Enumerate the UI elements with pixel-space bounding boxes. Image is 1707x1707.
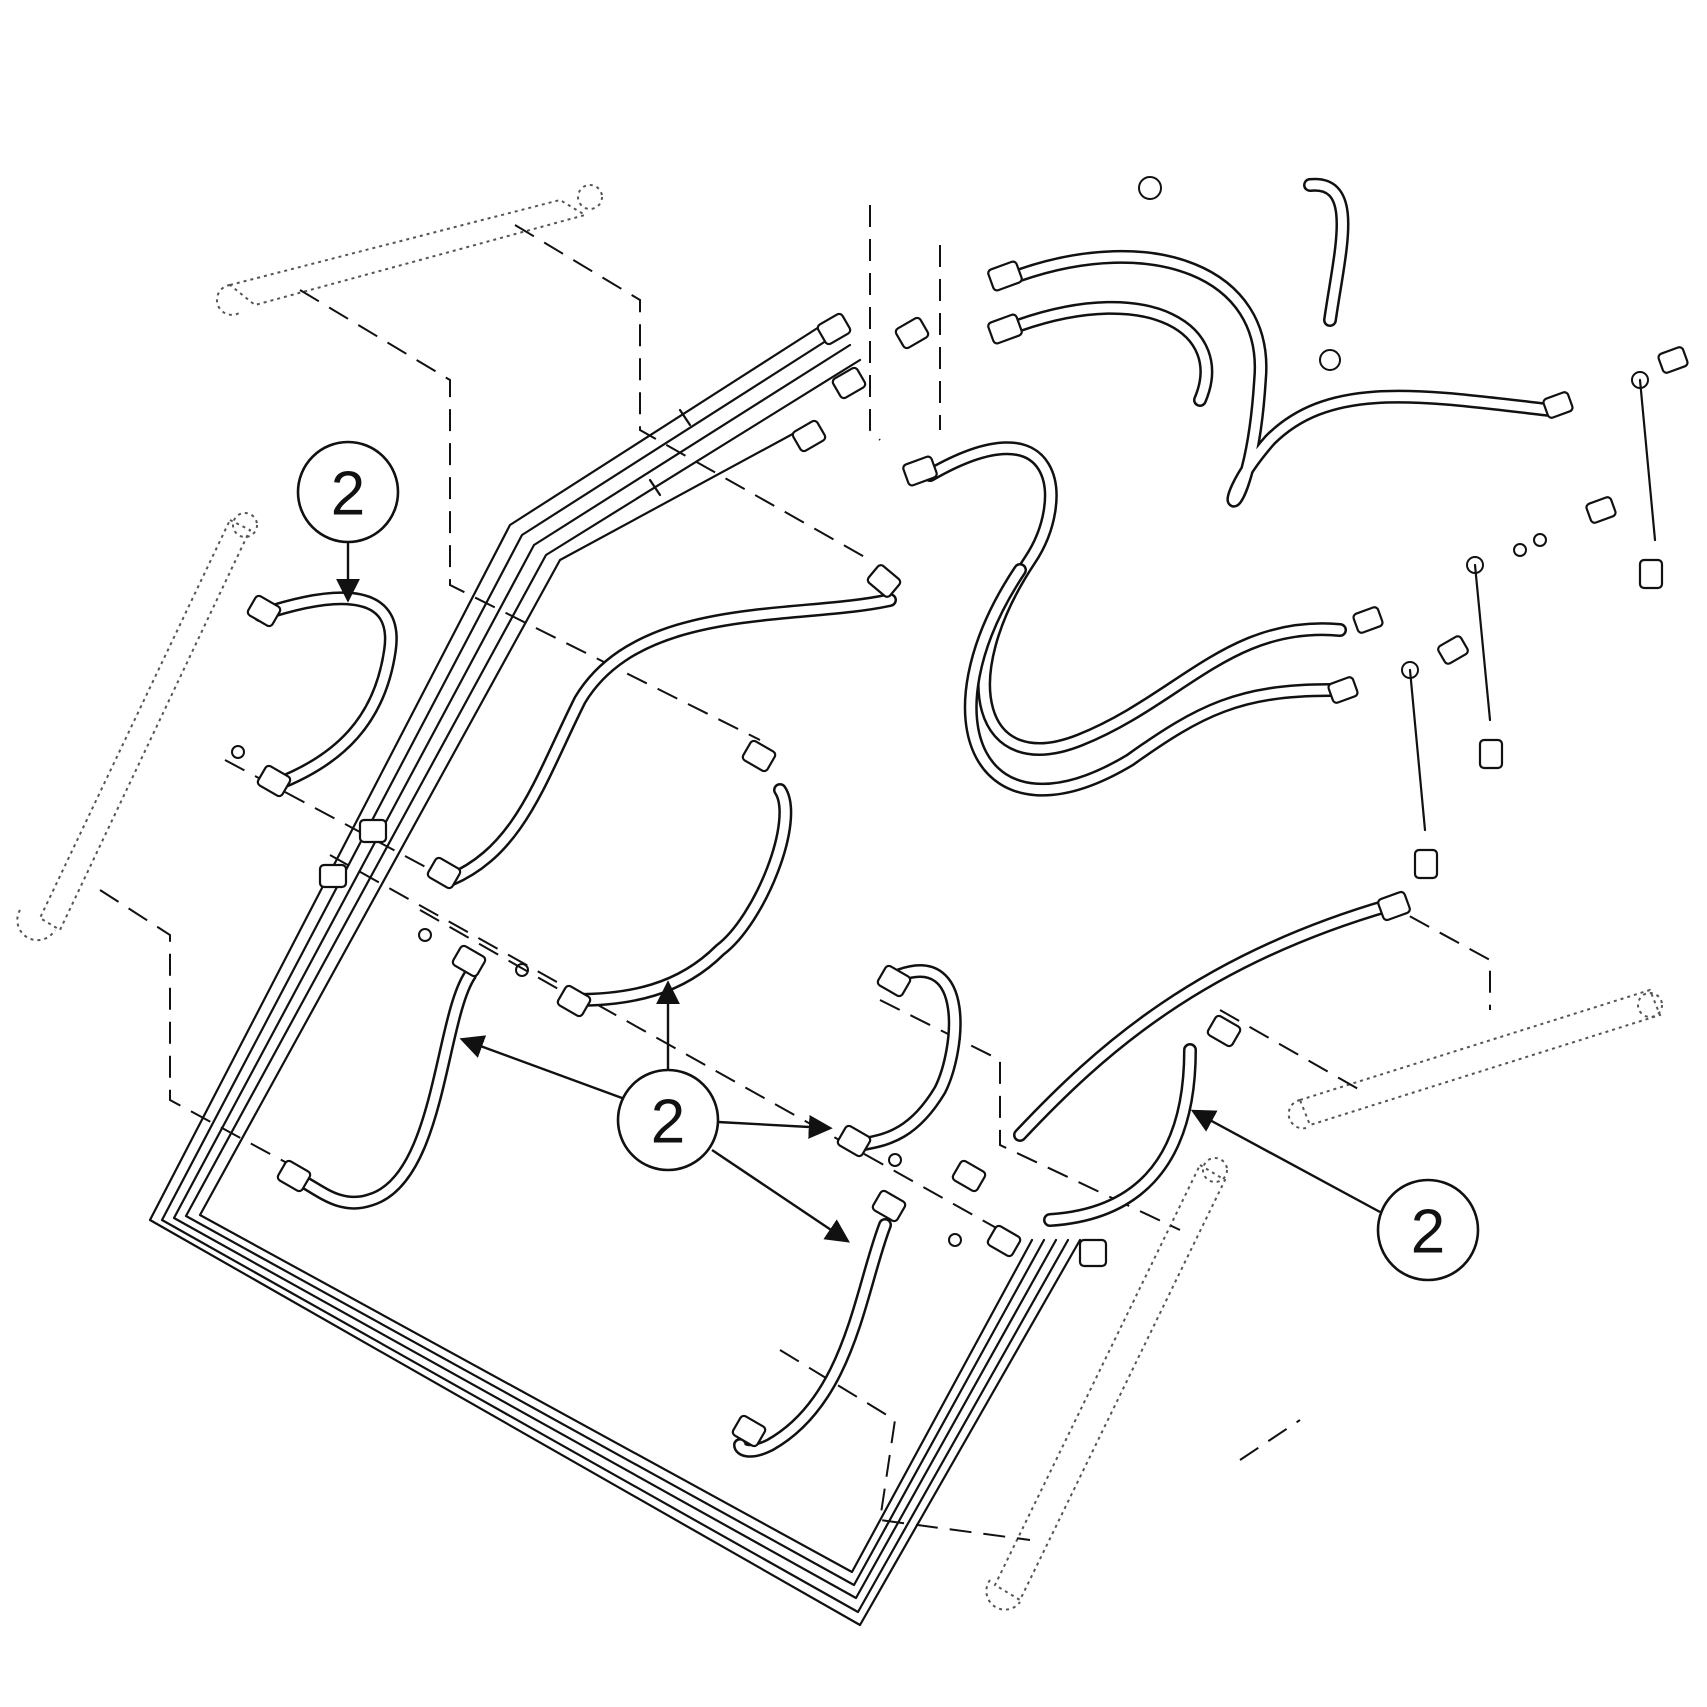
callout-2-center: 2	[459, 980, 850, 1243]
alignment-lines	[99, 205, 1491, 1541]
callout-2-right: 2	[1190, 1109, 1480, 1282]
phantom-cylinder-bottom-right	[985, 1157, 1228, 1611]
callout-2-top-left: 2	[296, 440, 400, 603]
fittings	[246, 260, 1689, 1448]
hose-lower-center-u	[853, 964, 962, 1152]
hose-left-lower	[293, 968, 477, 1210]
hose-left-u-upper	[253, 591, 398, 792]
hose-lower-bottom	[733, 1218, 892, 1458]
hose-serpentine-center	[923, 441, 1347, 756]
phantom-cylinder-left	[16, 512, 258, 942]
steel-tube-bundle	[148, 318, 1082, 1627]
callout-label: 2	[651, 1088, 685, 1157]
hose-center-long	[568, 783, 793, 1007]
hose-center-s	[443, 593, 897, 887]
phantom-cylinder-top-left	[215, 184, 603, 316]
o-rings	[231, 176, 1657, 1247]
hose-right-long	[1013, 898, 1397, 1142]
hose-top-center-lower	[1013, 300, 1214, 407]
callout-label: 2	[1411, 1198, 1445, 1267]
callout-label: 2	[331, 460, 365, 529]
hose-serpentine-outer	[963, 563, 1337, 797]
hose-right-short	[1043, 1043, 1197, 1227]
hose-return-curved	[1303, 177, 1350, 327]
phantom-cylinder-right	[1287, 988, 1663, 1130]
hose-top-center-upper	[1013, 249, 1557, 508]
